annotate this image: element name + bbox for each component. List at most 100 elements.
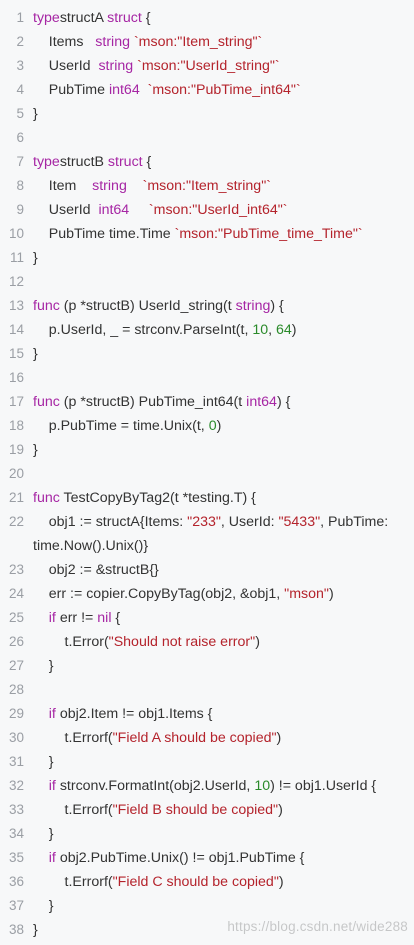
- line-number: 11: [9, 250, 24, 265]
- code-line: obj2 := &structB{}: [33, 558, 408, 582]
- code-line: t.Error("Should not raise error"): [33, 630, 408, 654]
- code-line: t.Errorf("Field A should be copied"): [33, 726, 408, 750]
- code-token: (p *structB) PubTime_int64(t: [59, 394, 247, 410]
- code-token: if: [48, 778, 56, 794]
- code-token: [33, 610, 49, 626]
- code-token: {: [111, 610, 121, 626]
- code-token: }: [33, 346, 38, 362]
- line-number: 12: [8, 274, 24, 289]
- code-token: Items: [33, 34, 96, 50]
- code-token: ): [328, 586, 334, 602]
- code-token: [33, 850, 49, 866]
- line-number: 8: [16, 178, 24, 193]
- code-token: ): [291, 322, 297, 338]
- code-line: UserId int64 `mson:"UserId_int64"`: [33, 198, 408, 222]
- code-token: ): [276, 730, 282, 746]
- code-token: if: [48, 850, 56, 866]
- code-token: int64: [108, 82, 140, 98]
- code-token: type: [33, 10, 60, 26]
- code-line: if err != nil {: [33, 606, 408, 630]
- code-line: PubTime int64 `mson:"PubTime_int64"`: [33, 78, 408, 102]
- line-number: 9: [16, 202, 24, 217]
- code-line: UserId string `mson:"UserId_string"`: [33, 54, 408, 78]
- code-token: ) != obj1.UserId {: [270, 778, 377, 794]
- code-line: }: [33, 918, 408, 942]
- code-token: obj2.Item != obj1.Items {: [55, 706, 213, 722]
- code-token: }: [33, 754, 54, 770]
- line-number: 24: [8, 586, 24, 601]
- code-token: struct: [107, 10, 142, 26]
- code-token: string: [98, 58, 134, 74]
- code-token: t.Errorf(: [33, 802, 113, 818]
- line-number: 16: [8, 370, 24, 385]
- code-line: func (p *structB) UserId_string(t string…: [33, 294, 408, 318]
- code-line: }: [33, 822, 408, 846]
- code-token: [33, 778, 49, 794]
- code-line: PubTime time.Time `mson:"PubTime_time_Ti…: [33, 222, 408, 246]
- code-token: `mson:"PubTime_int64"`: [147, 82, 301, 98]
- code-token: }: [33, 898, 54, 914]
- code-token: [129, 202, 149, 218]
- code-token: obj2 := &structB{}: [33, 562, 159, 578]
- line-number: 32: [8, 778, 24, 793]
- code-line: if strconv.FormatInt(obj2.UserId, 10) !=…: [33, 774, 408, 798]
- code-token: if: [48, 706, 56, 722]
- code-token: {: [142, 154, 152, 170]
- code-token: ,: [268, 322, 277, 338]
- line-number: 5: [16, 106, 24, 121]
- code-line: obj1 := structA{Items: "233", UserId: "5…: [33, 510, 408, 558]
- code-line: if obj2.PubTime.Unix() != obj1.PubTime {: [33, 846, 408, 870]
- line-number: 29: [8, 706, 24, 721]
- code-token: int64: [98, 202, 130, 218]
- code-token: Item: [33, 178, 93, 194]
- code-token: int64: [246, 394, 277, 410]
- code-token: `mson:"Item_string"`: [133, 34, 263, 50]
- code-token: "mson": [284, 586, 329, 602]
- code-line: }: [33, 438, 408, 462]
- code-token: nil: [97, 610, 112, 626]
- code-token: , UserId:: [220, 514, 279, 530]
- line-number: 25: [8, 610, 24, 625]
- line-number: 6: [16, 130, 24, 145]
- code-line: t.Errorf("Field B should be copied"): [33, 798, 408, 822]
- code-line: }: [33, 894, 408, 918]
- watermark: https://blog.csdn.net/wide288: [227, 919, 408, 934]
- code-token: struct: [107, 154, 143, 170]
- code-token: func: [33, 490, 60, 506]
- code-line: typestructB struct {: [33, 150, 408, 174]
- line-number: 21: [8, 490, 24, 505]
- code-token: ) {: [270, 298, 284, 314]
- code-token: ): [278, 802, 283, 818]
- code-token: }: [33, 106, 38, 122]
- code-token: structA: [59, 10, 108, 26]
- code-token: "233": [187, 514, 221, 530]
- code-line: p.UserId, _ = strconv.ParseInt(t, 10, 64…: [33, 318, 408, 342]
- line-number: 2: [16, 34, 24, 49]
- code-line: if obj2.Item != obj1.Items {: [33, 702, 408, 726]
- code-token: `mson:"UserId_int64"`: [148, 202, 288, 218]
- line-number: 4: [16, 82, 24, 97]
- code-token: func: [33, 394, 60, 410]
- code-token: t.Error(: [33, 634, 109, 650]
- line-number: 36: [8, 874, 24, 889]
- code-token: 10: [252, 322, 269, 338]
- code-line: typestructA struct {: [33, 6, 408, 30]
- code-line: }: [33, 246, 408, 270]
- code-token: {: [141, 10, 151, 26]
- code-token: ): [216, 418, 222, 434]
- line-number: 28: [8, 682, 24, 697]
- code-line: p.PubTime = time.Unix(t, 0): [33, 414, 408, 438]
- code-line: }: [33, 102, 408, 126]
- line-number: 15: [8, 346, 24, 361]
- code-token: t.Errorf(: [33, 730, 113, 746]
- line-number: 34: [8, 826, 24, 841]
- code-token: [140, 82, 148, 98]
- code-token: t.Errorf(: [33, 874, 113, 890]
- code-token: func: [33, 298, 60, 314]
- line-number: 23: [8, 562, 24, 577]
- line-number: 35: [8, 850, 24, 865]
- code-token: if: [48, 610, 56, 626]
- line-number: 37: [8, 898, 24, 913]
- code-token: PubTime time.Time: [33, 226, 175, 242]
- line-number: 22: [8, 514, 24, 529]
